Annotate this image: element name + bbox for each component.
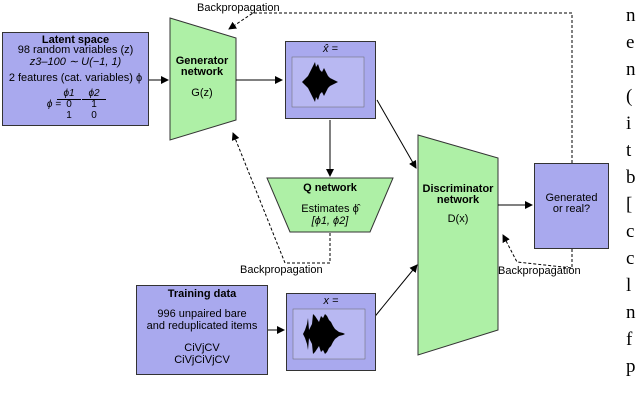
- generator-shape: [169, 17, 237, 141]
- training-line3: CiVjCV: [184, 342, 220, 354]
- q-network-shape: [266, 177, 394, 233]
- edge-letter: e: [626, 32, 635, 53]
- generator-title-line1: Generator: [175, 55, 229, 67]
- training-line2: and reduplicated items: [146, 320, 258, 332]
- arrow-real-to-discriminator: [371, 264, 418, 321]
- edge-letter: n: [626, 59, 636, 80]
- training-line1: 996 unpaired bare: [157, 308, 247, 320]
- backprop-label-right: Backpropagation: [498, 265, 581, 277]
- q-network-line1: Estimates ϕ̂: [301, 203, 359, 215]
- real-waveform: [303, 314, 345, 354]
- generator-func: G(z): [191, 87, 213, 99]
- phi-table-label: ϕ =: [46, 99, 62, 110]
- backprop-to-discriminator: [502, 234, 573, 269]
- phi-table-header-1: ϕ1: [57, 88, 81, 100]
- real-waveform-plot: [292, 308, 366, 360]
- training-data-title: Training data: [167, 288, 237, 300]
- edge-letter: c: [626, 248, 635, 269]
- real-sample-box: [286, 293, 376, 371]
- output-box: [534, 163, 609, 249]
- arrow-generated-to-discriminator: [376, 99, 417, 169]
- real-sample-label: x =: [323, 295, 339, 307]
- edge-letter: b: [626, 167, 636, 188]
- phi-cell-0-0: 0: [66, 99, 72, 110]
- generated-waveform-plot: [291, 56, 365, 108]
- edge-letter: f: [626, 329, 633, 350]
- backprop-label-top: Backpropagation: [197, 2, 280, 14]
- edge-letter: n: [626, 302, 636, 323]
- discriminator-title-line1: Discriminator: [422, 183, 494, 195]
- edge-letter: l: [626, 275, 632, 296]
- discriminator-shape: [417, 134, 499, 356]
- backprop-to-generator-top: [228, 12, 573, 163]
- latent-space-box: [2, 32, 149, 126]
- phi-cell-1-1: 0: [91, 110, 97, 121]
- latent-space-title: Latent space: [41, 34, 110, 46]
- right-edge-text: n e n ( i t b [ c c l n f p: [626, 2, 640, 380]
- generated-waveform: [302, 62, 338, 102]
- phi-cell-1-0: 1: [66, 110, 72, 121]
- generated-sample-label: x̂ =: [323, 43, 338, 55]
- phi-table-header-2: ϕ2: [82, 88, 106, 100]
- generator-title-line2: network: [180, 66, 224, 78]
- edge-letter: n: [626, 5, 636, 26]
- q-network-line2: [ϕ1, ϕ2]: [311, 215, 349, 227]
- output-line1: Generated: [545, 192, 598, 204]
- q-network-title: Q network: [303, 182, 357, 194]
- output-line2: or real?: [552, 203, 591, 215]
- backprop-q-to-generator: [231, 132, 331, 264]
- edge-letter: (: [626, 86, 633, 107]
- edge-letter: c: [626, 221, 635, 242]
- latent-line2: z3–100 ∼ U(−1, 1): [29, 56, 122, 68]
- generated-sample-box: [285, 41, 376, 119]
- edge-letter: [: [626, 194, 633, 215]
- edge-letter: i: [626, 113, 632, 134]
- discriminator-func: D(x): [447, 213, 469, 225]
- latent-line1: 98 random variables (z): [17, 44, 134, 56]
- discriminator-title-line2: network: [436, 194, 480, 206]
- phi-cell-0-1: 1: [91, 99, 97, 110]
- backprop-label-middle: Backpropagation: [240, 264, 323, 276]
- training-data-box: [136, 285, 268, 375]
- edge-letter: p: [626, 356, 636, 377]
- latent-line3: 2 features (cat. variables) ϕ: [8, 72, 143, 84]
- edge-letter: t: [626, 140, 632, 161]
- training-line4: CiVjCiVjCV: [174, 354, 230, 366]
